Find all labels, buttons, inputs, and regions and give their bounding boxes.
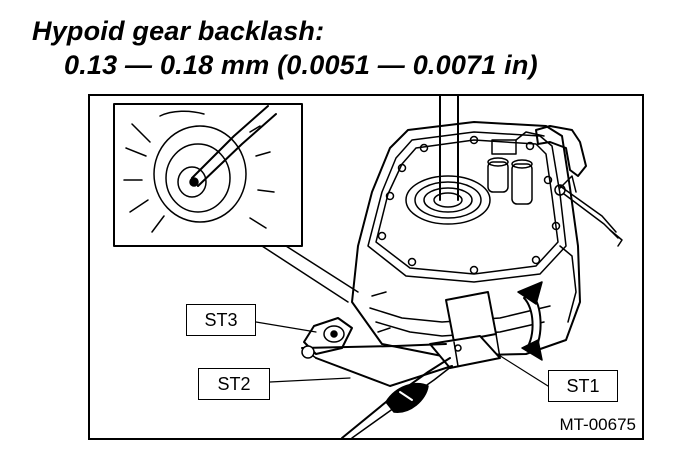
main-shaft <box>439 96 459 201</box>
backlash-title: Hypoid gear backlash: <box>32 16 325 46</box>
gear-assembly-illustration <box>113 96 623 438</box>
backlash-spec: 0.13 — 0.18 mm (0.0051 — 0.0071 in) <box>64 50 538 80</box>
backlash-heading: Hypoid gear backlash: 0.13 — 0.18 mm (0.… <box>32 14 538 82</box>
callout-st1: ST1 <box>548 370 618 402</box>
figure-panel: ST3 ST2 ST1 MT-00675 <box>88 94 644 440</box>
detail-inset <box>113 103 359 303</box>
special-tools <box>301 291 501 438</box>
callout-st2: ST2 <box>198 368 270 400</box>
callout-st3: ST3 <box>186 304 256 336</box>
callout-leaders <box>255 321 549 387</box>
rotation-arrow <box>517 281 543 361</box>
figure-code: MT-00675 <box>559 415 636 434</box>
side-handle <box>535 125 623 247</box>
